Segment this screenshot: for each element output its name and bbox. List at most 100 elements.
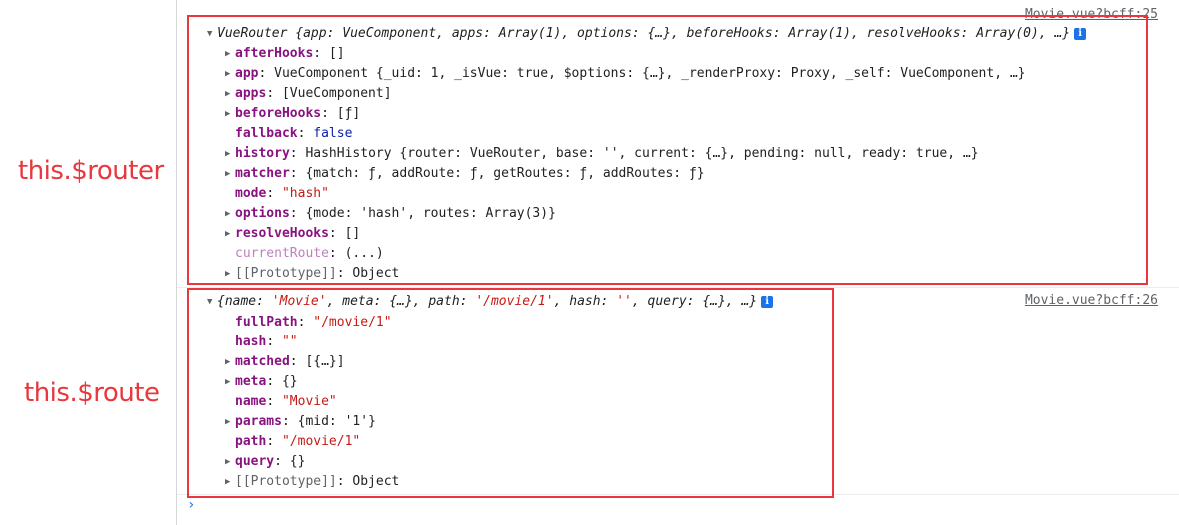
property-value: "Movie" <box>281 394 337 409</box>
separator: : <box>289 166 306 181</box>
property-key: query <box>235 454 275 469</box>
tree-row-app[interactable]: ▶ app: VueComponent {_uid: 1, _isVue: tru… <box>225 64 1026 84</box>
collapse-toggle-icon[interactable]: ▶ <box>225 89 231 99</box>
property-value: Object <box>352 266 400 281</box>
collapse-toggle-icon[interactable]: ▶ <box>225 209 231 219</box>
separator: : <box>328 226 345 241</box>
tree-row-name: name: "Movie" <box>235 392 337 412</box>
property-value: {} <box>289 454 306 469</box>
property-key: params <box>235 414 282 429</box>
tree-row-apps[interactable]: ▶apps: [VueComponent] <box>225 84 392 104</box>
property-key: fallback <box>235 126 298 141</box>
tree-row-mode: mode: "hash" <box>235 184 329 204</box>
tree-row-meta[interactable]: ▶meta: {} <box>225 372 298 392</box>
property-value: "/movie/1" <box>281 434 361 449</box>
property-value: VueComponent {_uid: 1, _isVue: true, $op… <box>274 66 1026 81</box>
info-icon[interactable]: i <box>761 296 774 308</box>
tree-row-currentRoute[interactable]: currentRoute: (...) <box>235 244 384 264</box>
separator: : <box>313 46 329 61</box>
collapse-toggle-icon[interactable]: ▶ <box>225 149 231 159</box>
tree-row-params[interactable]: ▶ params: {mid: '1'} <box>225 412 376 432</box>
property-value: [] <box>328 46 345 61</box>
route-object-header[interactable]: ▼{name: 'Movie', meta: {…}, path: '/movi… <box>207 292 774 312</box>
tree-row-query[interactable]: ▶query: {} <box>225 452 305 472</box>
separator: : <box>258 66 275 81</box>
route-annotation-label: this.$route <box>24 378 160 408</box>
panel-divider <box>176 0 177 525</box>
collapse-toggle-icon[interactable]: ▶ <box>225 377 231 387</box>
property-value: "" <box>281 334 298 349</box>
router-object-header[interactable]: ▼VueRouter {app: VueComponent, apps: Arr… <box>207 24 1087 44</box>
collapse-toggle-icon[interactable]: ▶ <box>225 477 231 487</box>
separator: : <box>297 315 314 330</box>
route-highlight-box <box>187 288 834 498</box>
separator: : <box>336 474 353 489</box>
separator: : <box>289 354 306 369</box>
collapse-toggle-icon[interactable]: ▶ <box>225 457 231 467</box>
expand-toggle-icon[interactable]: ▼ <box>207 29 213 39</box>
separator: : <box>321 106 337 121</box>
prototype-key: [[Prototype]] <box>235 266 337 281</box>
router-highlight-box <box>187 15 1148 285</box>
collapse-toggle-icon[interactable]: ▶ <box>225 69 231 79</box>
property-key: matched <box>235 354 290 369</box>
object-preview: , hash: <box>553 294 617 309</box>
tree-row-prototype[interactable]: ▶[[Prototype]]: Object <box>225 472 399 492</box>
tree-row-fullPath: fullPath: "/movie/1" <box>235 313 392 333</box>
property-key: beforeHooks <box>235 106 322 121</box>
tree-row-fallback: fallback: false <box>235 124 352 144</box>
separator: : <box>266 186 282 201</box>
info-icon[interactable]: i <box>1074 28 1087 40</box>
collapse-toggle-icon[interactable]: ▶ <box>225 357 231 367</box>
collapse-toggle-icon[interactable]: ▶ <box>225 229 231 239</box>
property-key: meta <box>235 374 267 389</box>
tree-row-afterHooks[interactable]: ▶ afterHooks: [] <box>225 44 345 64</box>
source-link-route[interactable]: Movie.vue?bcff:26 <box>1024 293 1158 308</box>
property-key: mode <box>235 186 267 201</box>
property-key: matcher <box>235 166 290 181</box>
property-key: app <box>235 66 259 81</box>
tree-row-beforeHooks[interactable]: ▶ beforeHooks: [ƒ] <box>225 104 360 124</box>
source-link-router[interactable]: Movie.vue?bcff:25 <box>1024 7 1158 22</box>
property-value: [{…}] <box>305 354 345 369</box>
property-value: [ƒ] <box>336 106 361 121</box>
console-prompt-icon[interactable]: › <box>187 497 196 513</box>
property-value: {mode: 'hash', routes: Array(3)} <box>305 206 556 221</box>
collapse-toggle-icon[interactable]: ▶ <box>225 269 231 279</box>
property-key: fullPath <box>235 315 298 330</box>
separator: : <box>328 246 345 261</box>
log-separator <box>177 287 1179 288</box>
annotation-margin: this.$router this.$route <box>0 0 176 525</box>
property-value: {match: ƒ, addRoute: ƒ, getRoutes: ƒ, ad… <box>305 166 705 181</box>
tree-row-matched[interactable]: ▶ matched: [{…}] <box>225 352 345 372</box>
property-value: Object <box>352 474 400 489</box>
separator: : <box>289 206 306 221</box>
separator: : <box>266 434 282 449</box>
separator: : <box>266 334 282 349</box>
collapse-toggle-icon[interactable]: ▶ <box>225 169 231 179</box>
collapse-toggle-icon[interactable]: ▶ <box>225 417 231 427</box>
tree-row-resolveHooks[interactable]: ▶resolveHooks: [] <box>225 224 360 244</box>
collapse-toggle-icon[interactable]: ▶ <box>225 49 231 59</box>
tree-row-path: path: "/movie/1" <box>235 432 360 452</box>
tree-row-options[interactable]: ▶ options: {mode: 'hash', routes: Array(3… <box>225 204 556 224</box>
separator: : <box>281 414 298 429</box>
preview-string: 'Movie' <box>271 294 327 309</box>
tree-row-matcher[interactable]: ▶ matcher: {match: ƒ, addRoute: ƒ, getRou… <box>225 164 705 184</box>
expand-toggle-icon[interactable]: ▼ <box>207 297 213 307</box>
property-value: {} <box>281 374 298 389</box>
tree-row-history[interactable]: ▶history: HashHistory {router: VueRouter… <box>225 144 979 164</box>
tree-row-hash: hash: "" <box>235 332 298 352</box>
tree-row-prototype[interactable]: ▶[[Prototype]]: Object <box>225 264 399 284</box>
property-key: options <box>235 206 290 221</box>
object-preview: , query: {…}, …} <box>631 294 758 309</box>
console-panel: Movie.vue?bcff:25 ▼VueRouter {app: VueCo… <box>177 0 1179 525</box>
property-key: resolveHooks <box>235 226 329 241</box>
property-value: [VueComponent] <box>281 86 392 101</box>
property-key: afterHooks <box>235 46 314 61</box>
object-preview: {name: <box>217 294 272 309</box>
property-value: {mid: '1'} <box>297 414 376 429</box>
getter-key: currentRoute <box>235 246 329 261</box>
lazy-getter-value[interactable]: (...) <box>344 246 384 261</box>
collapse-toggle-icon[interactable]: ▶ <box>225 109 231 119</box>
